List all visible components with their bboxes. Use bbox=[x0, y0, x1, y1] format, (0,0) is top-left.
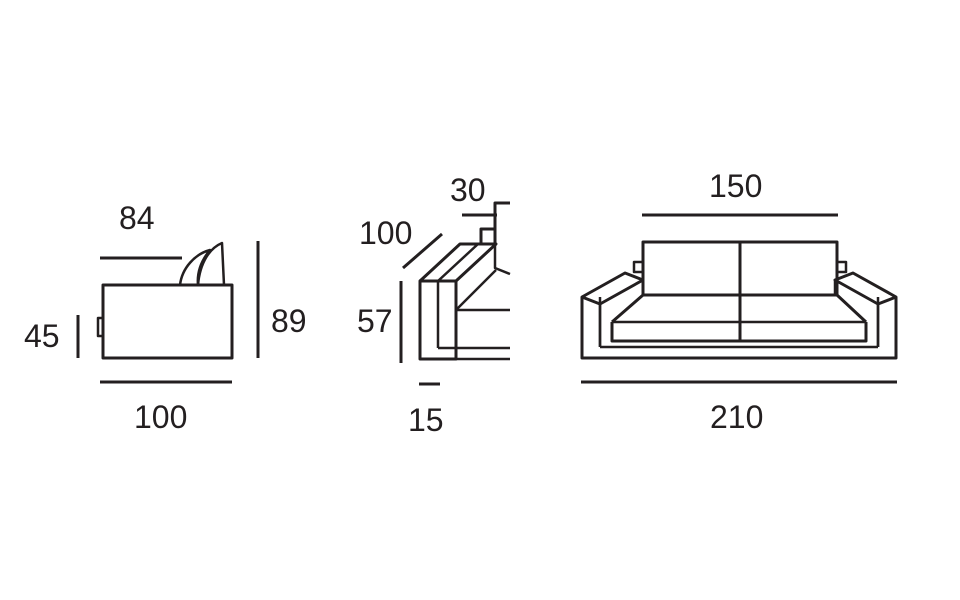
perspective-view: 30 100 57 15 bbox=[357, 172, 511, 438]
diagonal-depth-label: 100 bbox=[359, 215, 412, 251]
armrest-height-label: 57 bbox=[357, 303, 393, 339]
total-height-label: 89 bbox=[271, 303, 307, 339]
seat-depth-label: 84 bbox=[119, 200, 155, 236]
armrest-width-label: 15 bbox=[408, 402, 444, 438]
perspective-view-sofa-outline bbox=[418, 201, 511, 361]
seat-width-label: 150 bbox=[709, 168, 762, 204]
front-view-sofa-outline bbox=[580, 240, 898, 360]
seat-height-label: 45 bbox=[24, 318, 60, 354]
front-view: 150 210 bbox=[580, 168, 898, 435]
total-depth-label: 100 bbox=[134, 399, 187, 435]
back-width-label: 30 bbox=[450, 172, 486, 208]
total-width-label: 210 bbox=[710, 399, 763, 435]
side-view: 84 45 100 89 bbox=[24, 200, 307, 435]
side-view-sofa-outline bbox=[96, 241, 234, 360]
diagonal-depth-line bbox=[402, 232, 443, 270]
